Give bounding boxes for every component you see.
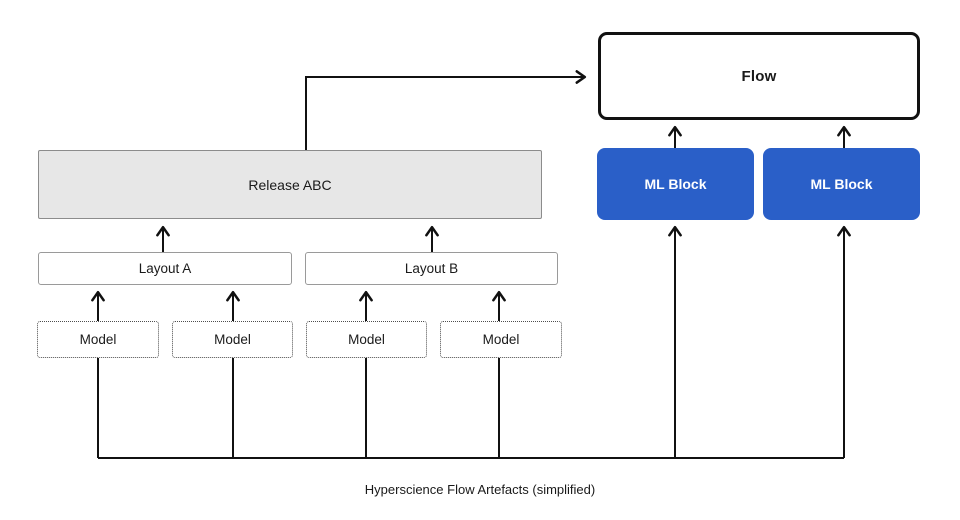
model-node-2-label: Model: [214, 332, 251, 347]
ml-block-node-2: ML Block: [763, 148, 920, 220]
ml-block-node-1-label: ML Block: [644, 176, 707, 192]
model-node-4-label: Model: [482, 332, 520, 347]
model-node-2: Model: [172, 321, 293, 358]
model-node-3-label: Model: [348, 332, 385, 347]
flow-node-label: Flow: [741, 67, 777, 85]
ml-block-node-2-label: ML Block: [810, 176, 873, 192]
flow-node: Flow: [598, 32, 920, 120]
model-node-4: Model: [440, 321, 562, 358]
edge-release-to-flow: [305, 70, 587, 150]
model-node-1-label: Model: [79, 332, 117, 347]
release-abc-node-label: Release ABC: [248, 176, 332, 193]
layout-a-node: Layout A: [38, 252, 292, 285]
model-node-1: Model: [37, 321, 159, 358]
ml-block-node-1: ML Block: [597, 148, 754, 220]
release-abc-node: Release ABC: [38, 150, 542, 219]
layout-a-node-label: Layout A: [138, 261, 192, 276]
diagram-caption: Hyperscience Flow Artefacts (simplified): [364, 482, 596, 497]
layout-b-node: Layout B: [305, 252, 558, 285]
layout-b-node-label: Layout B: [404, 261, 459, 276]
model-node-3: Model: [306, 321, 427, 358]
